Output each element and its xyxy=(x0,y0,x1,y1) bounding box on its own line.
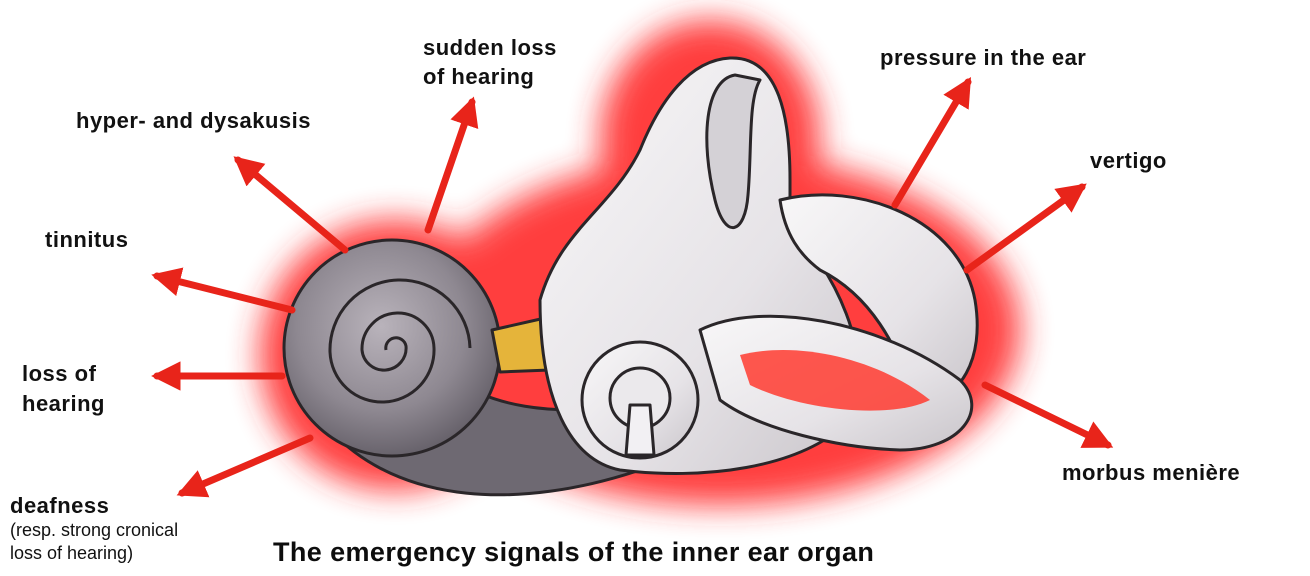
arrow-deafness xyxy=(182,438,310,493)
arrow-tinnitus xyxy=(157,276,292,310)
label-tinnitus: tinnitus xyxy=(45,225,128,254)
cochlea xyxy=(284,240,500,456)
arrow-vertigo xyxy=(967,187,1082,270)
arrow-morbus xyxy=(985,385,1108,445)
label-hyper-dysakusis: hyper- and dysakusis xyxy=(76,106,311,135)
label-loss-of-hearing-line1: loss of xyxy=(22,359,96,388)
label-sudden-loss-line2: of hearing xyxy=(423,62,534,91)
label-sudden-loss-line1: sudden loss xyxy=(423,33,557,62)
label-deafness-note-line1: (resp. strong cronical xyxy=(10,519,178,542)
label-pressure-in-the-ear: pressure in the ear xyxy=(880,43,1086,72)
label-deafness-note-line2: loss of hearing) xyxy=(10,542,133,565)
diagram-title: The emergency signals of the inner ear o… xyxy=(273,537,874,568)
arrow-sudden-loss xyxy=(428,102,472,230)
arrow-hyper-dysakusis xyxy=(238,160,345,250)
stapes xyxy=(626,405,654,455)
label-morbus-meniere: morbus menière xyxy=(1062,458,1240,487)
label-deafness: deafness xyxy=(10,491,109,520)
arrow-pressure xyxy=(895,82,968,205)
label-vertigo: vertigo xyxy=(1090,146,1167,175)
label-loss-of-hearing-line2: hearing xyxy=(22,389,105,418)
